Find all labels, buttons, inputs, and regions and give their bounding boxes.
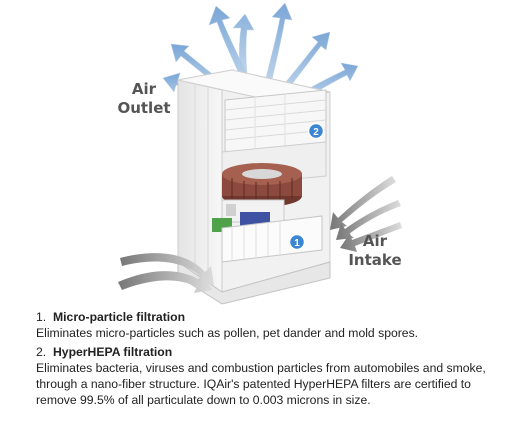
svg-text:2: 2 [313, 127, 319, 138]
purifier-illustration: 2 1 [118, 2, 402, 305]
air-outlet-label-line1: Air [131, 80, 157, 98]
air-outlet-label-line2: Outlet [117, 99, 171, 117]
micro-particle-filter [221, 215, 323, 263]
filter-1-title: Micro-particle filtration [53, 310, 186, 324]
intake-arrow-1 [330, 176, 396, 230]
air-intake-label-line2: Intake [348, 251, 402, 269]
filter-2-number: 2. [36, 345, 47, 359]
hyperhepa-filter [224, 89, 327, 153]
filter-2-description: Eliminates bacteria, viruses and combust… [36, 361, 486, 407]
filter-2-heading: 2. HyperHEPA filtration [36, 344, 496, 360]
intake-arrow-3 [340, 222, 402, 252]
filter-1-number: 1. [36, 310, 47, 324]
air-intake-label-line1: Air [362, 232, 388, 250]
intake-arrow-2 [336, 200, 401, 240]
filter-1-heading: 1. Micro-particle filtration [36, 309, 496, 325]
air-intake-label: Air Intake [340, 232, 410, 270]
filtration-info: 1. Micro-particle filtration Eliminates m… [36, 309, 496, 411]
filter-1-description: Eliminates micro-particles such as polle… [36, 326, 419, 340]
svg-text:1: 1 [294, 238, 300, 249]
air-outlet-label: Air Outlet [108, 80, 180, 118]
outlet-arrow-2 [261, 2, 293, 98]
motor-block [240, 212, 270, 226]
intake-arrow-5 [118, 271, 212, 293]
intake-arrow-4 [120, 253, 214, 285]
filter-2-title: HyperHEPA filtration [53, 345, 173, 359]
filter-badge-1: 1 [288, 233, 306, 251]
filter-badge-2: 2 [307, 122, 325, 140]
intake-arrows [118, 176, 402, 293]
air-purifier-diagram: 2 1 Air Outlet Air Intake [108, 2, 410, 305]
